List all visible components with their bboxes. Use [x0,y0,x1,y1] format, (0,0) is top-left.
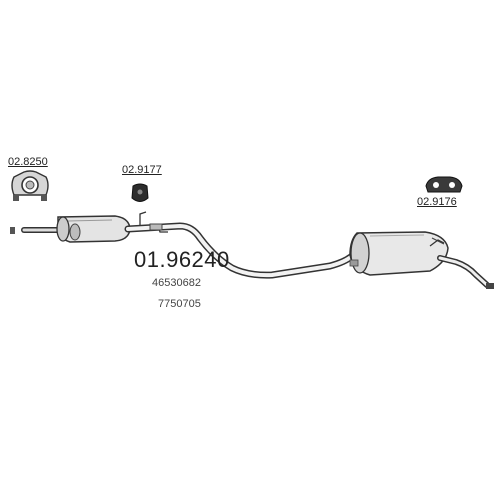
middle-pipe [124,211,356,279]
reference-number-2: 7750705 [158,298,201,310]
part-code-rubber-mount-right: 02.9176 [417,196,457,208]
part-code-rubber-mount-small: 02.9177 [122,164,162,176]
main-part-code: 01.96240 [134,247,230,272]
front-pipe [10,227,65,234]
rubber-mount-double-icon [425,176,463,193]
clamp-icon [11,170,49,201]
tail-pipe [437,255,494,289]
front-silencer [56,215,131,243]
rear-silencer [349,231,449,276]
rubber-mount-icon [131,183,149,202]
part-code-clamp: 02.8250 [8,156,48,168]
reference-number-1: 46530682 [152,277,201,289]
